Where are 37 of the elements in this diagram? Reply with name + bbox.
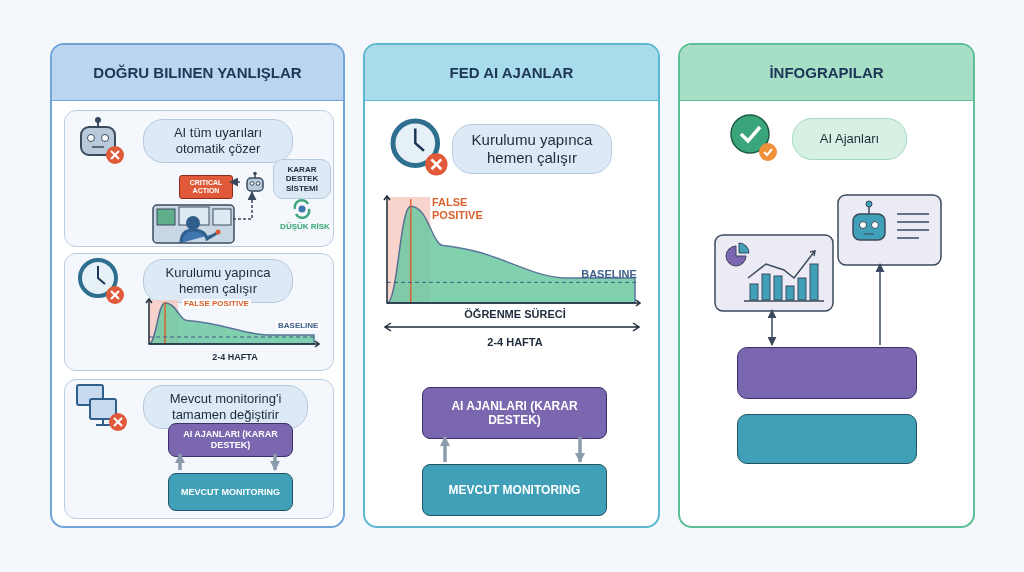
arrow xyxy=(229,177,241,187)
info-card xyxy=(64,110,334,247)
panel-title: FED AI AJANLAR xyxy=(365,45,658,101)
speech-bubble: KARAR DESTEK SİSTEMİ xyxy=(273,159,331,199)
platform-layer: AI AJANLARI (KARAR DESTEK) xyxy=(422,387,607,439)
risk-label: DÜŞÜK RİSK xyxy=(279,222,331,232)
info-card xyxy=(64,379,334,519)
panel-title: DOĞRU BILINEN YANLIŞLAR xyxy=(52,45,343,101)
chart-label: FALSE POSITIVE xyxy=(182,299,251,309)
arrow xyxy=(174,452,186,470)
speech-bubble: AI Ajanları xyxy=(792,118,907,160)
dashboard-card-drawing xyxy=(714,234,834,312)
platform-layer: AI AJANLARI (KARAR DESTEK) xyxy=(168,423,293,457)
arrow xyxy=(232,191,257,220)
chart-label: BASELINE xyxy=(276,321,321,331)
arrow xyxy=(875,263,885,346)
arrow xyxy=(767,309,777,346)
speech-bubble: AI tüm uyarıları otomatik çözer xyxy=(143,119,293,163)
axis-label: ÖĞRENME SÜRECİ xyxy=(463,308,567,321)
info-panel xyxy=(50,43,345,528)
chart-label: FALSE POSITIVE xyxy=(432,196,484,222)
arrow xyxy=(439,435,451,462)
platform-layer: MEVCUT MONITORING xyxy=(422,464,607,516)
arrow xyxy=(269,454,281,472)
dimension-label: 2-4 HAFTA xyxy=(486,336,544,349)
arrow xyxy=(574,437,586,464)
panel-title: İNFOGRAPILAR xyxy=(680,45,973,101)
info-panel xyxy=(678,43,975,528)
axis-label: 2-4 HAFTA xyxy=(211,352,259,363)
speech-bubble: Mevcut monitoring'i tamamen değiştirir xyxy=(143,385,308,429)
platform-layer xyxy=(737,347,917,399)
speech-bubble: Kurulumu yapınca hemen çalışır xyxy=(452,124,612,174)
platform-layer: MEVCUT MONITORING xyxy=(168,473,293,511)
chart-label: BASELINE xyxy=(580,268,638,281)
robot-card-drawing xyxy=(837,194,942,266)
robot-icon xyxy=(243,171,267,195)
platform-layer xyxy=(737,414,917,464)
